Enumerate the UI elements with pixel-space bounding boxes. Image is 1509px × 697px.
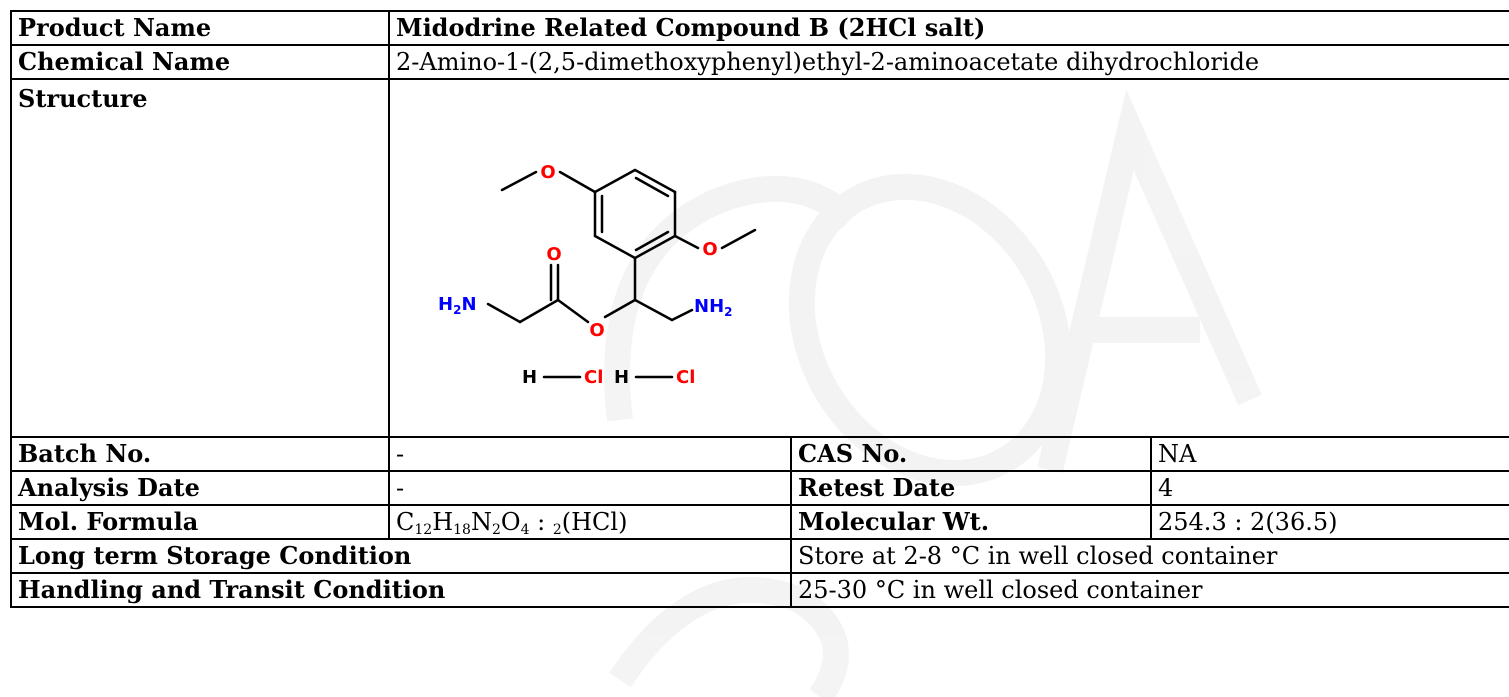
molecular-wt-value: 254.3 : 2(36.5) bbox=[1149, 504, 1509, 540]
long-term-storage-label: Long term Storage Condition bbox=[10, 538, 792, 574]
cas-no-value: NA bbox=[1149, 436, 1509, 472]
structure-cell: O O O O H2N NH2 H Cl H Cl bbox=[387, 78, 1509, 438]
oxygen-top-atom: O bbox=[540, 162, 555, 183]
mol-formula-label: Mol. Formula bbox=[10, 504, 390, 540]
batch-no-value: - bbox=[388, 436, 792, 472]
chemical-structure-diagram: O O O O H2N NH2 H Cl H Cl bbox=[438, 162, 757, 388]
row-long-term-storage: Long term Storage Condition Store at 2-8… bbox=[10, 538, 1509, 574]
hcl2-hydrogen-atom: H bbox=[614, 367, 629, 388]
chemical-name-label: Chemical Name bbox=[10, 44, 390, 80]
oxygen-carbonyl-atom: O bbox=[546, 244, 561, 265]
row-formula-weight: Mol. Formula C12H18N2O4 : 2(HCl) Molecul… bbox=[10, 504, 1509, 540]
amine-left-label: H2N bbox=[438, 294, 477, 317]
retest-date-value: 4 bbox=[1149, 470, 1509, 506]
long-term-storage-value: Store at 2-8 °C in well closed container bbox=[789, 538, 1509, 574]
row-batch-cas: Batch No. - CAS No. NA bbox=[10, 436, 1509, 472]
row-structure: Structure bbox=[10, 78, 1509, 438]
analysis-date-value: - bbox=[388, 470, 792, 506]
cas-no-label: CAS No. bbox=[790, 436, 1152, 472]
chemical-name-value: 2-Amino-1-(2,5-dimethoxyphenyl)ethyl-2-a… bbox=[387, 44, 1509, 80]
hcl1-hydrogen-atom: H bbox=[522, 367, 537, 388]
handling-transit-value: 25-30 °C in well closed container bbox=[789, 572, 1509, 608]
retest-date-label: Retest Date bbox=[790, 470, 1152, 506]
product-name-value: Midodrine Related Compound B (2HCl salt) bbox=[387, 10, 1509, 46]
row-product-name: Product Name Midodrine Related Compound … bbox=[10, 10, 1509, 46]
structure-label: Structure bbox=[10, 78, 390, 438]
mol-formula-value: C12H18N2O4 : 2(HCl) bbox=[388, 504, 792, 540]
oxygen-right-atom: O bbox=[702, 239, 717, 260]
oxygen-ester-atom: O bbox=[589, 320, 604, 341]
hcl2-chlorine-atom: Cl bbox=[676, 367, 695, 388]
product-name-label: Product Name bbox=[10, 10, 390, 46]
handling-transit-label: Handling and Transit Condition bbox=[10, 572, 792, 608]
row-chemical-name: Chemical Name 2-Amino-1-(2,5-dimethoxyph… bbox=[10, 44, 1509, 80]
molecular-wt-label: Molecular Wt. bbox=[790, 504, 1152, 540]
amine-right-label: NH2 bbox=[694, 296, 733, 319]
analysis-date-label: Analysis Date bbox=[10, 470, 390, 506]
coa-table: Product Name Midodrine Related Compound … bbox=[10, 10, 1509, 608]
row-analysis-retest: Analysis Date - Retest Date 4 bbox=[10, 470, 1509, 506]
batch-no-label: Batch No. bbox=[10, 436, 390, 472]
hcl1-chlorine-atom: Cl bbox=[584, 367, 603, 388]
row-handling-transit: Handling and Transit Condition 25-30 °C … bbox=[10, 572, 1509, 608]
